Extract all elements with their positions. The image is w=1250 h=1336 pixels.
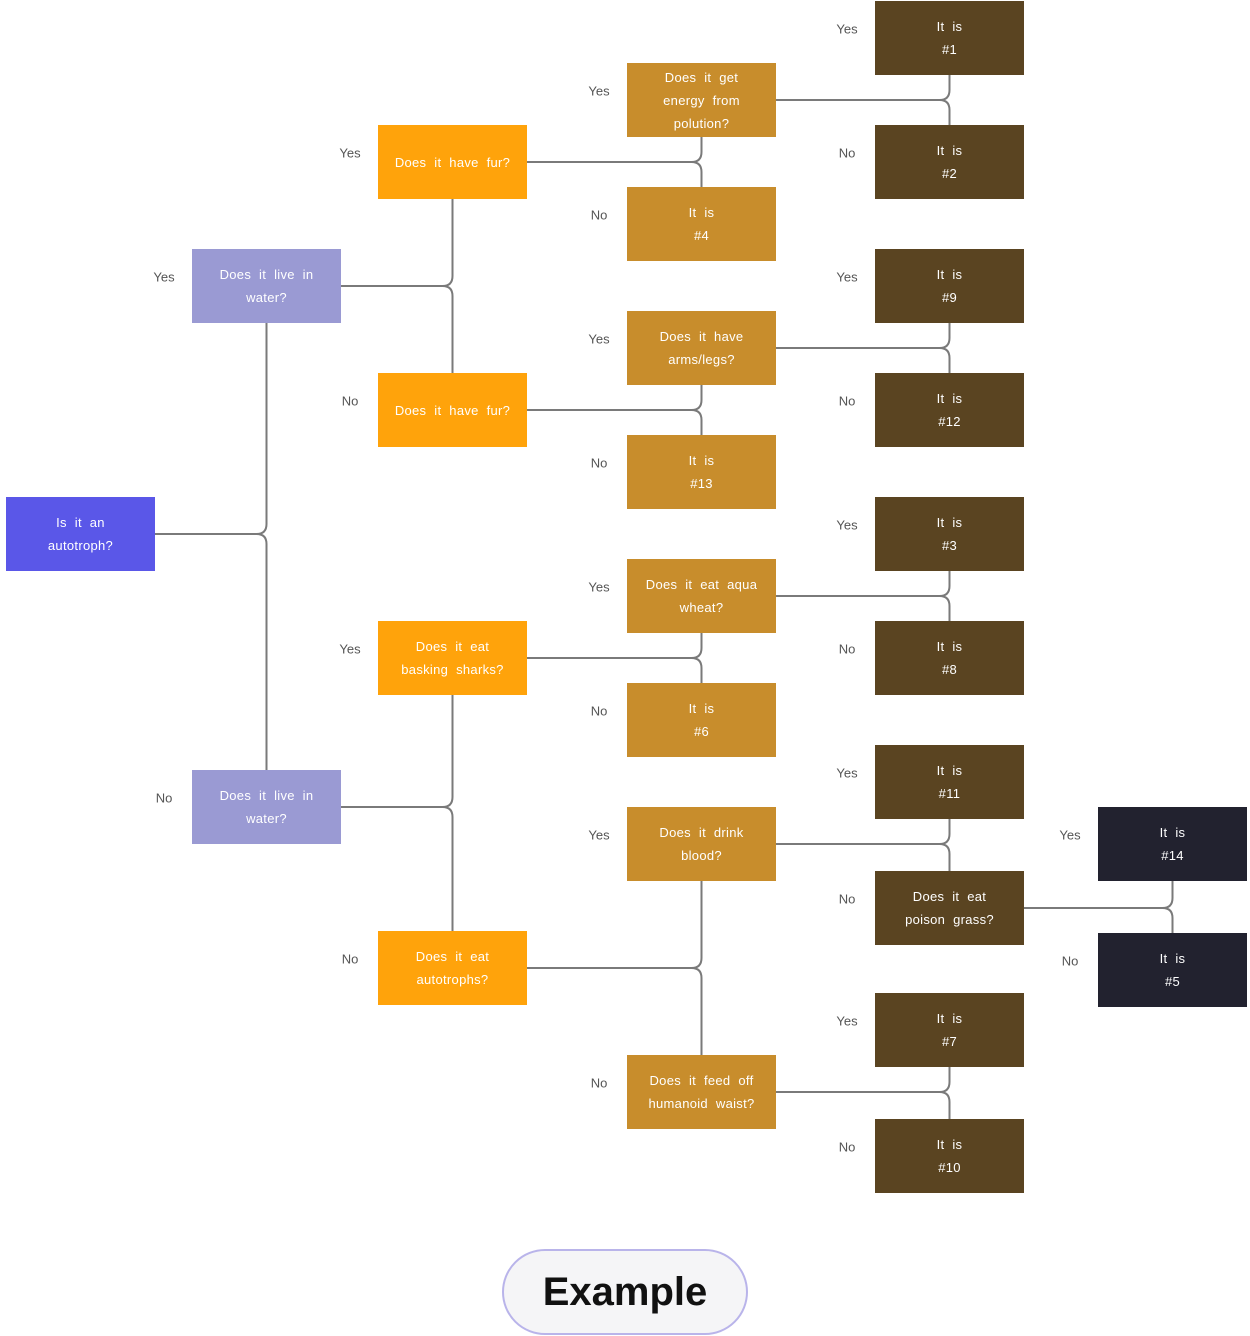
connector-fur-no-to-it13 bbox=[527, 409, 703, 435]
connector-live-water-yes-to-fur-yes bbox=[341, 199, 454, 287]
node-poison: Does it eat poison grass? bbox=[875, 871, 1024, 945]
connector-aqua-to-it8 bbox=[776, 595, 951, 621]
node-it10: It is #10 bbox=[875, 1119, 1024, 1193]
node-humanoid: Does it feed off humanoid waist? bbox=[627, 1055, 776, 1129]
edge-label-blood: Yes bbox=[588, 827, 610, 843]
edge-label-it13: No bbox=[590, 455, 608, 471]
edge-label-it5: No bbox=[1061, 953, 1079, 969]
edge-label-live-water-yes: Yes bbox=[153, 269, 175, 285]
node-blood: Does it drink blood? bbox=[627, 807, 776, 881]
connector-arms-to-it9 bbox=[776, 323, 951, 349]
connector-root-to-live-water-yes bbox=[155, 323, 268, 535]
connector-pollution-to-it1 bbox=[776, 75, 951, 101]
edge-label-basking: Yes bbox=[339, 641, 361, 657]
edge-label-it1: Yes bbox=[836, 21, 858, 37]
node-aqua: Does it eat aqua wheat? bbox=[627, 559, 776, 633]
edge-label-it4: No bbox=[590, 207, 608, 223]
connector-live-water-no-to-basking bbox=[341, 695, 454, 808]
node-it11: It is #11 bbox=[875, 745, 1024, 819]
connector-eat-auto-to-humanoid bbox=[527, 967, 703, 1055]
edge-label-arms: Yes bbox=[588, 331, 610, 347]
connector-fur-no-to-arms bbox=[527, 385, 703, 411]
edge-label-eat-auto: No bbox=[341, 951, 359, 967]
edge-label-it11: Yes bbox=[836, 765, 858, 781]
edge-label-it6: No bbox=[590, 703, 608, 719]
connector-arms-to-it12 bbox=[776, 347, 951, 373]
connector-live-water-yes-to-fur-no bbox=[341, 285, 454, 373]
node-arms: Does it have arms/legs? bbox=[627, 311, 776, 385]
edge-label-it12: No bbox=[838, 393, 856, 409]
edge-label-fur-no: No bbox=[341, 393, 359, 409]
node-eat-auto: Does it eat autotrophs? bbox=[378, 931, 527, 1005]
node-fur-no: Does it have fur? bbox=[378, 373, 527, 447]
edge-label-it7: Yes bbox=[836, 1013, 858, 1029]
connector-live-water-no-to-eat-auto bbox=[341, 806, 454, 931]
connector-basking-to-aqua bbox=[527, 633, 703, 659]
edge-label-it10: No bbox=[838, 1139, 856, 1155]
connector-basking-to-it6 bbox=[527, 657, 703, 683]
edge-label-it2: No bbox=[838, 145, 856, 161]
connector-blood-to-it11 bbox=[776, 819, 951, 845]
connector-root-to-live-water-no bbox=[155, 533, 268, 770]
node-it1: It is #1 bbox=[875, 1, 1024, 75]
node-fur-yes: Does it have fur? bbox=[378, 125, 527, 199]
edge-label-it8: No bbox=[838, 641, 856, 657]
edge-label-poison: No bbox=[838, 891, 856, 907]
edge-label-pollution: Yes bbox=[588, 83, 610, 99]
node-root: Is it an autotroph? bbox=[6, 497, 155, 571]
edge-label-live-water-no: No bbox=[155, 790, 173, 806]
edge-label-it9: Yes bbox=[836, 269, 858, 285]
example-badge: Example bbox=[502, 1249, 748, 1335]
connector-humanoid-to-it7 bbox=[776, 1067, 951, 1093]
connector-blood-to-poison bbox=[776, 843, 951, 871]
connector-aqua-to-it3 bbox=[776, 571, 951, 597]
node-it3: It is #3 bbox=[875, 497, 1024, 571]
node-it8: It is #8 bbox=[875, 621, 1024, 695]
connector-poison-to-it5 bbox=[1024, 907, 1174, 933]
connector-fur-yes-to-pollution bbox=[527, 137, 703, 163]
node-it5: It is #5 bbox=[1098, 933, 1247, 1007]
node-basking: Does it eat basking sharks? bbox=[378, 621, 527, 695]
node-it9: It is #9 bbox=[875, 249, 1024, 323]
edge-label-humanoid: No bbox=[590, 1075, 608, 1091]
connector-poison-to-it14 bbox=[1024, 881, 1174, 909]
edge-label-fur-yes: Yes bbox=[339, 145, 361, 161]
node-it13: It is #13 bbox=[627, 435, 776, 509]
node-it14: It is #14 bbox=[1098, 807, 1247, 881]
node-it12: It is #12 bbox=[875, 373, 1024, 447]
connector-eat-auto-to-blood bbox=[527, 881, 703, 969]
connector-humanoid-to-it10 bbox=[776, 1091, 951, 1119]
node-live-water-yes: Does it live in water? bbox=[192, 249, 341, 323]
edge-label-aqua: Yes bbox=[588, 579, 610, 595]
connector-fur-yes-to-it4 bbox=[527, 161, 703, 187]
connector-pollution-to-it2 bbox=[776, 99, 951, 125]
node-it6: It is #6 bbox=[627, 683, 776, 757]
node-it4: It is #4 bbox=[627, 187, 776, 261]
node-it2: It is #2 bbox=[875, 125, 1024, 199]
edge-label-it14: Yes bbox=[1059, 827, 1081, 843]
node-pollution: Does it get energy from polution? bbox=[627, 63, 776, 137]
edge-label-it3: Yes bbox=[836, 517, 858, 533]
node-live-water-no: Does it live in water? bbox=[192, 770, 341, 844]
node-it7: It is #7 bbox=[875, 993, 1024, 1067]
